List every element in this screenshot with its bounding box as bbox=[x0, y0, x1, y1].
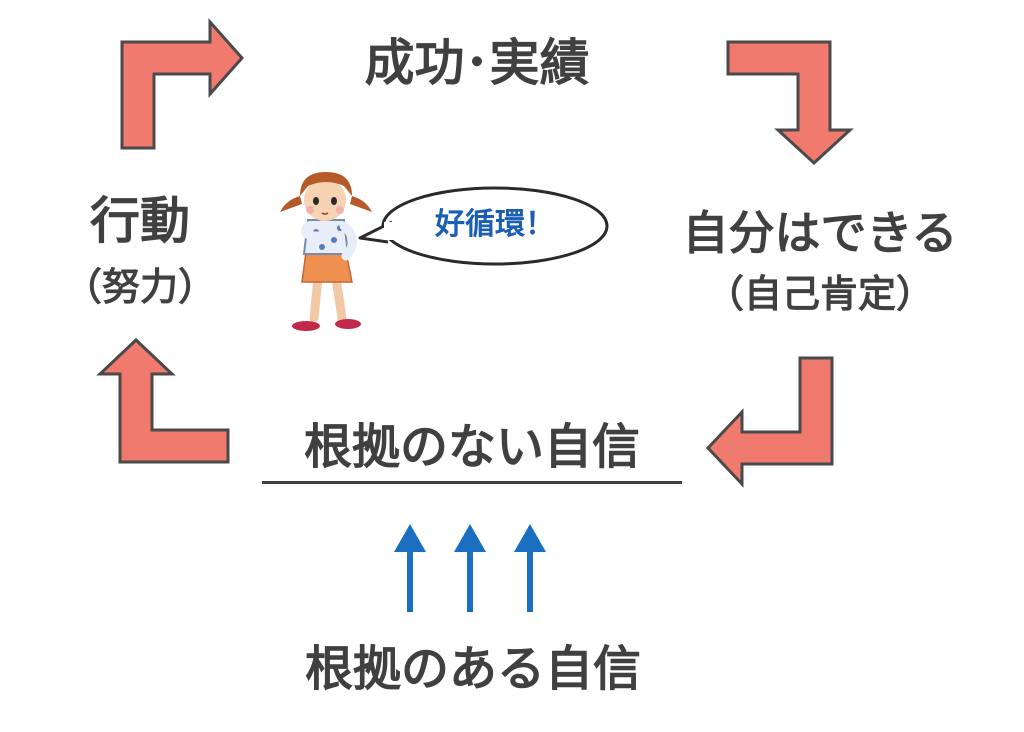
cycle-arrow-action-to-success bbox=[120, 18, 245, 150]
girl-character-icon bbox=[280, 172, 372, 331]
node-self-affirmation: （自己肯定） bbox=[705, 272, 934, 316]
node-success: 成功･実績 bbox=[364, 34, 590, 92]
up-arrow-icon bbox=[394, 524, 426, 612]
node-grounded-confidence: 根拠のある自信 bbox=[304, 641, 641, 697]
node-can-do: 自分はできる bbox=[682, 206, 958, 260]
node-effort: （努力） bbox=[63, 265, 216, 309]
node-action: 行動 bbox=[90, 192, 190, 250]
speech-bubble-text: 好循環！ bbox=[435, 207, 555, 242]
cycle-arrow-can-to-groundless bbox=[705, 356, 834, 488]
up-arrow-icon bbox=[514, 524, 546, 612]
node-groundless-confidence: 根拠のない自信 bbox=[262, 423, 682, 484]
up-arrow-icon bbox=[454, 524, 486, 612]
speech-bubble-icon bbox=[358, 186, 609, 266]
cycle-arrow-groundless-to-action bbox=[96, 337, 230, 464]
cycle-arrow-success-to-can bbox=[726, 40, 854, 166]
